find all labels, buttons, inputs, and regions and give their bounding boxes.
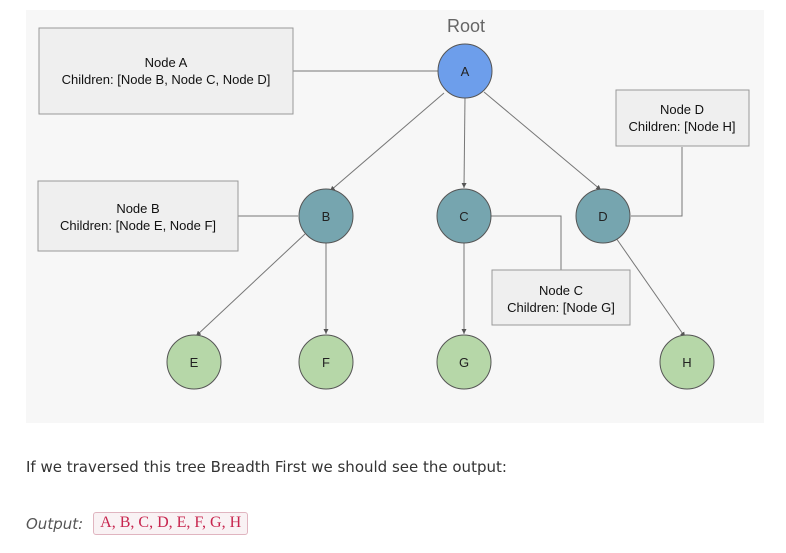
node-b: B [298,188,354,244]
connector-box-c [491,215,562,270]
info-box-node-b: Node B Children: [Node E, Node F] [37,180,239,252]
node-e: E [166,334,222,390]
node-f: F [298,334,354,390]
info-box-children: Children: [Node B, Node C, Node D] [62,72,271,87]
node-label: B [322,209,331,224]
info-box-node-a: Node A Children: [Node B, Node C, Node D… [38,27,294,115]
node-label: G [459,355,469,370]
node-label: D [598,209,607,224]
info-box-title: Node D [660,102,704,117]
info-box-children: Children: [Node E, Node F] [60,218,216,233]
edge-a-d [483,91,602,191]
node-a: A [437,43,493,99]
node-d: D [575,188,631,244]
node-label: E [190,355,199,370]
node-label: A [461,64,470,79]
node-c: C [436,188,492,244]
connector-box-d [631,147,683,217]
edge-a-b [329,92,445,192]
node-label: C [459,209,468,224]
edge-d-h [615,237,686,338]
node-g: G [436,334,492,390]
root-label: Root [447,16,485,36]
node-h: H [659,334,715,390]
caption-text: If we traversed this tree Breadth First … [26,458,507,476]
info-box-title: Node B [116,201,159,216]
info-box-title: Node A [145,55,188,70]
info-box-node-c: Node C Children: [Node G] [491,269,631,326]
edge-b-e [195,233,306,337]
info-box-children: Children: [Node H] [629,119,736,134]
info-box-children: Children: [Node G] [507,300,615,315]
node-label: H [682,355,691,370]
output-label: Output: [26,514,84,533]
output-value: A, B, C, D, E, F, G, H [93,512,249,535]
edge-a-c [461,96,467,189]
output-row: Output: A, B, C, D, E, F, G, H [26,512,249,535]
info-box-node-d: Node D Children: [Node H] [615,89,750,147]
node-label: F [322,355,330,370]
info-box-title: Node C [539,283,583,298]
